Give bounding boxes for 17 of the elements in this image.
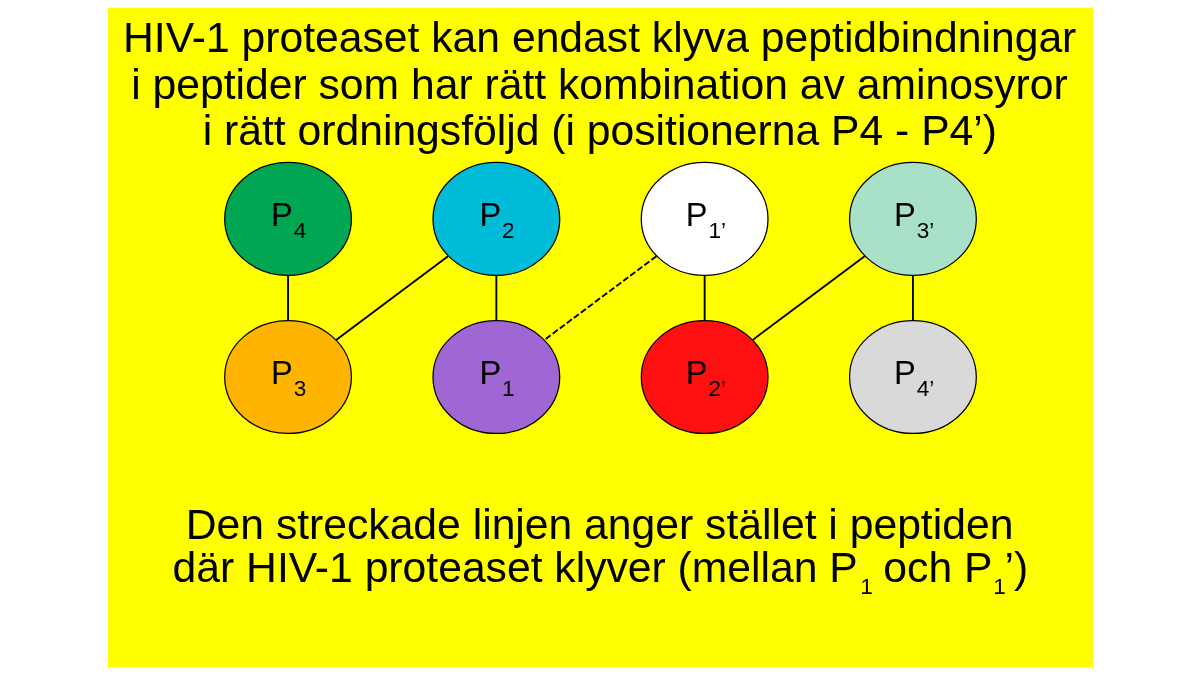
node-ellipse: P$_{1}$ [431,319,560,435]
node-ellipse: P$_{1’}$ [640,161,769,276]
connector [911,274,914,322]
node-ellipse: P$_{3}$ [223,319,352,435]
connector [703,274,706,322]
node-ellipse: P$_{2’}$ [640,319,769,435]
node-ellipse: P$_{4}$ [223,161,352,276]
connector [334,255,449,341]
connector [751,255,866,341]
node-ellipse: P$_{2}$ [431,161,560,276]
diagram-title: HIV-1 proteaset kan endast klyva peptidbindningar i peptider som har rätt kombination av aminosyror i rätt ordningsföljd (i positionerna P4 - P4’) [122,13,1076,155]
node-ellipse: P$_{4’}$ [848,319,977,435]
connector [494,274,497,322]
connector [286,274,289,322]
caption: Den streckade linjen anger stället i peptiden där HIV-1 proteaset klyver (mellan P$_{1}$ och P$_{1}$’) [172,500,1028,600]
connector [542,255,657,341]
node-ellipse: P$_{3’}$ [848,161,977,276]
